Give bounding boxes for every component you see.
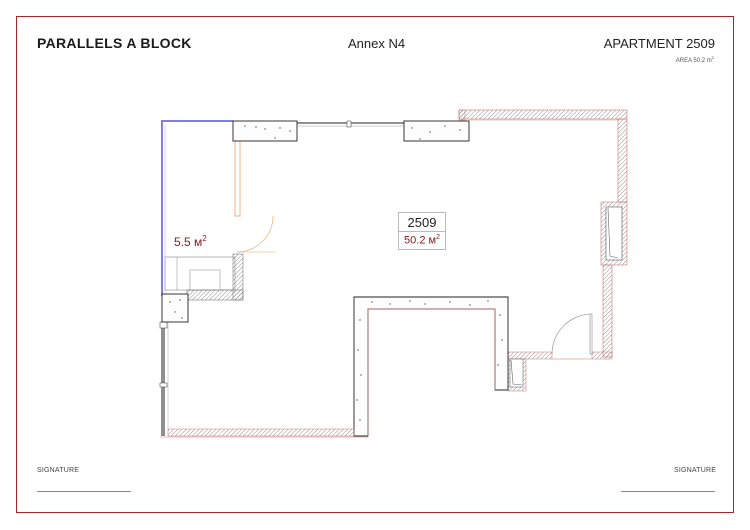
bathroom-area-label: 5.5 м2 <box>174 234 207 249</box>
concrete-core <box>353 296 509 437</box>
page-frame <box>16 16 734 513</box>
annex-label: Annex N4 <box>348 36 406 51</box>
apartment-area-header: AREA 50.2 m2 <box>675 55 714 64</box>
right-signature-label: SIGNATURE <box>674 467 717 474</box>
left-window <box>159 321 169 436</box>
top-wall <box>232 119 618 142</box>
apartment-number: 2509 <box>399 213 445 232</box>
left-signature-label: SIGNATURE <box>37 467 80 474</box>
apartment-label-box: 2509 50.2 м2 <box>398 212 446 250</box>
exterior-walls <box>458 109 628 392</box>
left-signature-line[interactable] <box>37 491 131 492</box>
bathroom <box>161 120 276 323</box>
right-signature-line[interactable] <box>621 491 715 492</box>
apartment-area-label: 50.2 м2 <box>404 234 440 247</box>
bottom-wall <box>167 428 355 437</box>
apartment-title: APARTMENT 2509 <box>603 36 715 51</box>
project-title: PARALLELS A BLOCK <box>37 35 192 51</box>
